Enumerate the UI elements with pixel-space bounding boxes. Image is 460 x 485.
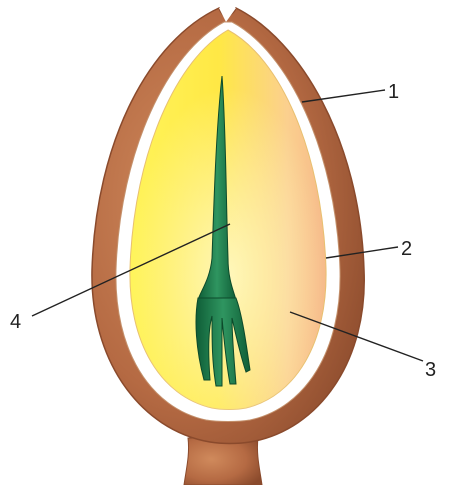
label-4: 4 (10, 311, 21, 333)
seed-stalk (184, 438, 262, 485)
label-3: 3 (425, 359, 436, 381)
label-2: 2 (401, 238, 412, 260)
label-1: 1 (388, 81, 399, 103)
